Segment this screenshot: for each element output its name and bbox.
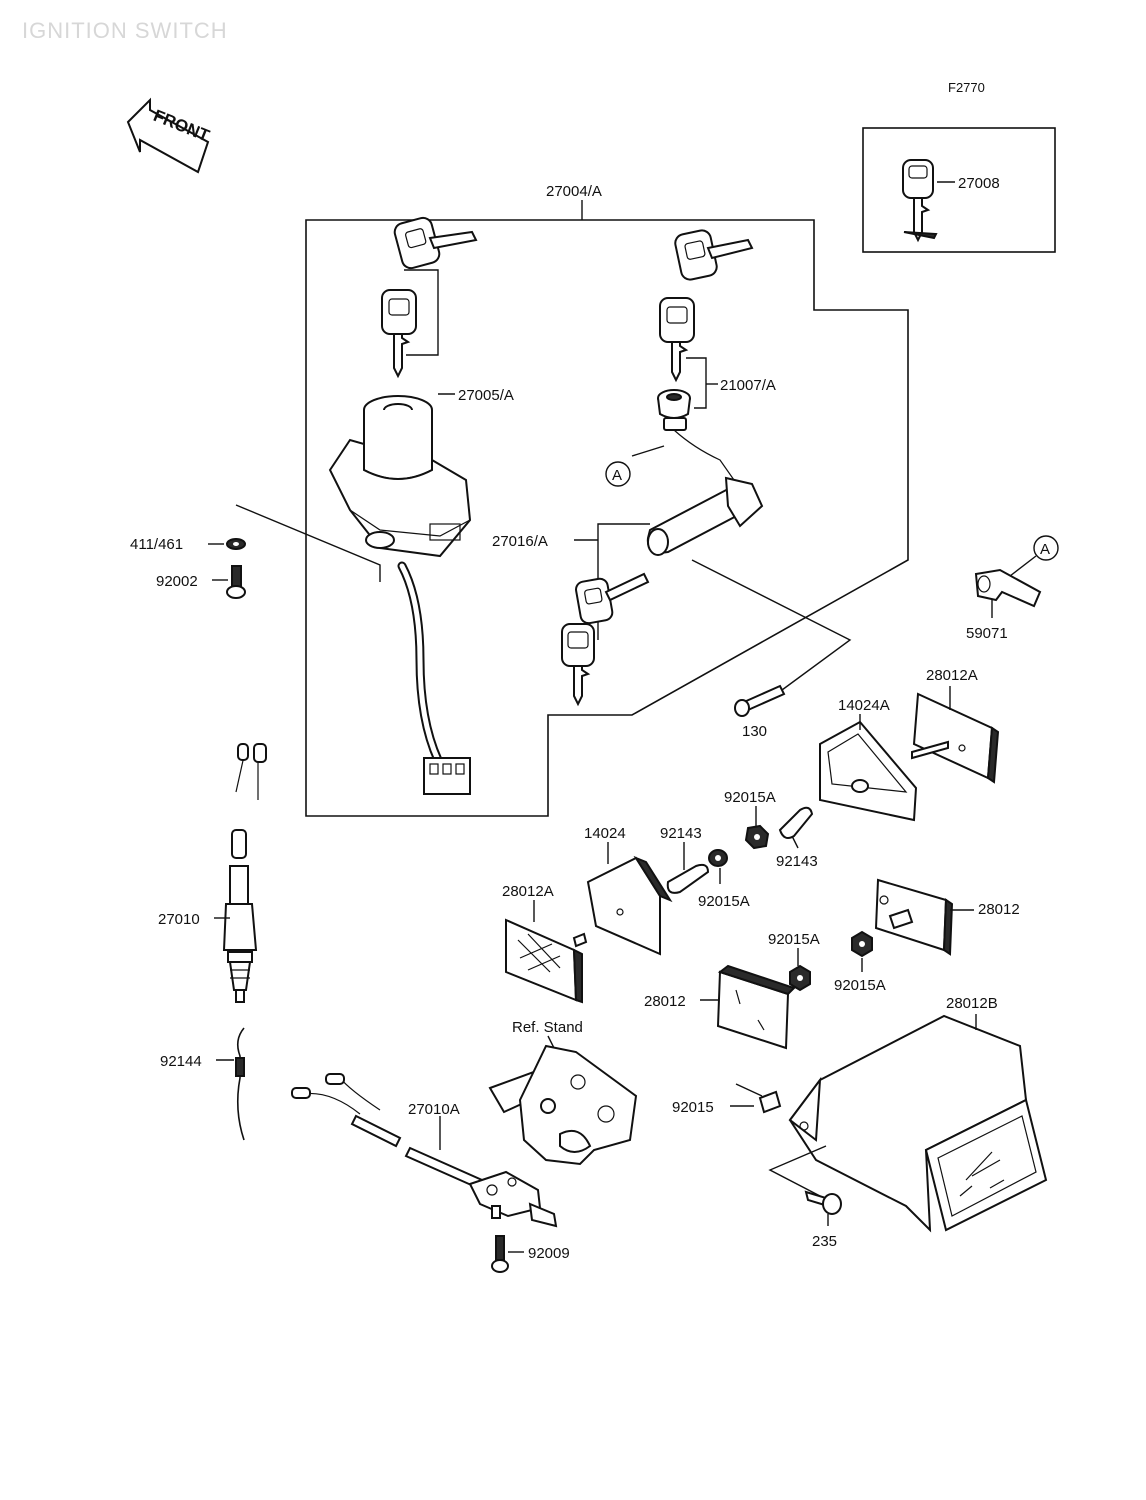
label-27016: 27016/A — [492, 533, 548, 550]
bolt-92015-icon — [758, 1090, 782, 1114]
inset-box — [862, 127, 1056, 253]
label-235: 235 — [812, 1233, 837, 1250]
label-92015a-4: 92015A — [834, 977, 886, 994]
spring-92144-icon — [235, 1027, 245, 1141]
nut-92015a-3-icon — [789, 964, 811, 992]
switch-27010-icon — [222, 743, 267, 1003]
callout-a-right-label: A — [1040, 541, 1050, 558]
label-92009: 92009 — [528, 1245, 570, 1262]
label-14024: 14024 — [584, 825, 626, 842]
label-28012a-top: 28012A — [926, 667, 978, 684]
nut-92015a-2-icon — [708, 849, 728, 867]
bolt-92009-icon — [491, 1235, 509, 1273]
screw-235-icon — [804, 1190, 842, 1215]
tail-light-housing-icon — [788, 1014, 1048, 1233]
label-92143-1: 92143 — [660, 825, 702, 842]
label-92144: 92144 — [160, 1053, 202, 1070]
reflector-28012-mid-icon — [716, 964, 796, 1050]
label-28012-mid: 28012 — [644, 993, 686, 1010]
key-27008-icon — [902, 159, 938, 243]
label-27010: 27010 — [158, 911, 200, 928]
bracket-14024-icon — [586, 855, 673, 956]
label-27004: 27004/A — [546, 183, 602, 200]
washer-icon — [226, 538, 246, 550]
label-92015a-1: 92015A — [724, 789, 776, 806]
nut-92015a-4-icon — [851, 930, 873, 958]
nut-92015a-1-icon — [744, 824, 770, 850]
label-92015a-3: 92015A — [768, 931, 820, 948]
callout-a-left — [605, 461, 631, 487]
figure-code: F2770 — [948, 80, 985, 95]
label-28012a-left: 28012A — [502, 883, 554, 900]
label-ref-stand: Ref. Stand — [512, 1019, 583, 1036]
label-27008: 27008 — [958, 175, 1000, 192]
bolt-130-icon — [734, 684, 786, 717]
lock-cylinder-icon — [657, 389, 691, 419]
connector-plug-icon — [423, 757, 471, 795]
label-59071: 59071 — [966, 625, 1008, 642]
label-27010a: 27010A — [408, 1101, 460, 1118]
key-pair-right-icon — [659, 229, 754, 383]
diagram-title: IGNITION SWITCH — [22, 18, 228, 43]
reflector-28012a-left-icon — [505, 918, 588, 1004]
bracket-14024a-icon — [819, 720, 918, 822]
bracket-59071-icon — [974, 568, 1042, 608]
label-21007: 21007/A — [720, 377, 776, 394]
key-pair-left-icon — [381, 216, 478, 379]
assembly-outline — [305, 219, 909, 817]
reflector-28012-right-icon — [874, 878, 954, 956]
callout-a-right — [1033, 535, 1059, 561]
label-130: 130 — [742, 723, 767, 740]
stud-icon — [911, 740, 949, 760]
switch-27010a-icon — [291, 1073, 558, 1228]
label-92143-2: 92143 — [776, 853, 818, 870]
seat-lock-icon — [646, 417, 764, 556]
ignition-switch-icon — [328, 395, 472, 558]
label-92002: 92002 — [156, 573, 198, 590]
label-411-461: 411/461 — [130, 536, 183, 553]
label-92015: 92015 — [672, 1099, 714, 1116]
label-28012-right: 28012 — [978, 901, 1020, 918]
label-14024a: 14024A — [838, 697, 890, 714]
bolt-92002-icon — [226, 565, 246, 599]
reflector-28012a-top-icon — [912, 692, 1000, 784]
stand-bracket-icon — [488, 1044, 638, 1166]
label-27005: 27005/A — [458, 387, 514, 404]
key-pair-lower-icon — [561, 572, 650, 707]
label-28012b: 28012B — [946, 995, 998, 1012]
label-92015a-2: 92015A — [698, 893, 750, 910]
callout-a-left-label: A — [612, 467, 622, 484]
spacer-92143-2-icon — [778, 806, 814, 839]
spacer-92143-1-icon — [666, 863, 710, 894]
front-arrow-icon: FRONT — [126, 97, 213, 174]
